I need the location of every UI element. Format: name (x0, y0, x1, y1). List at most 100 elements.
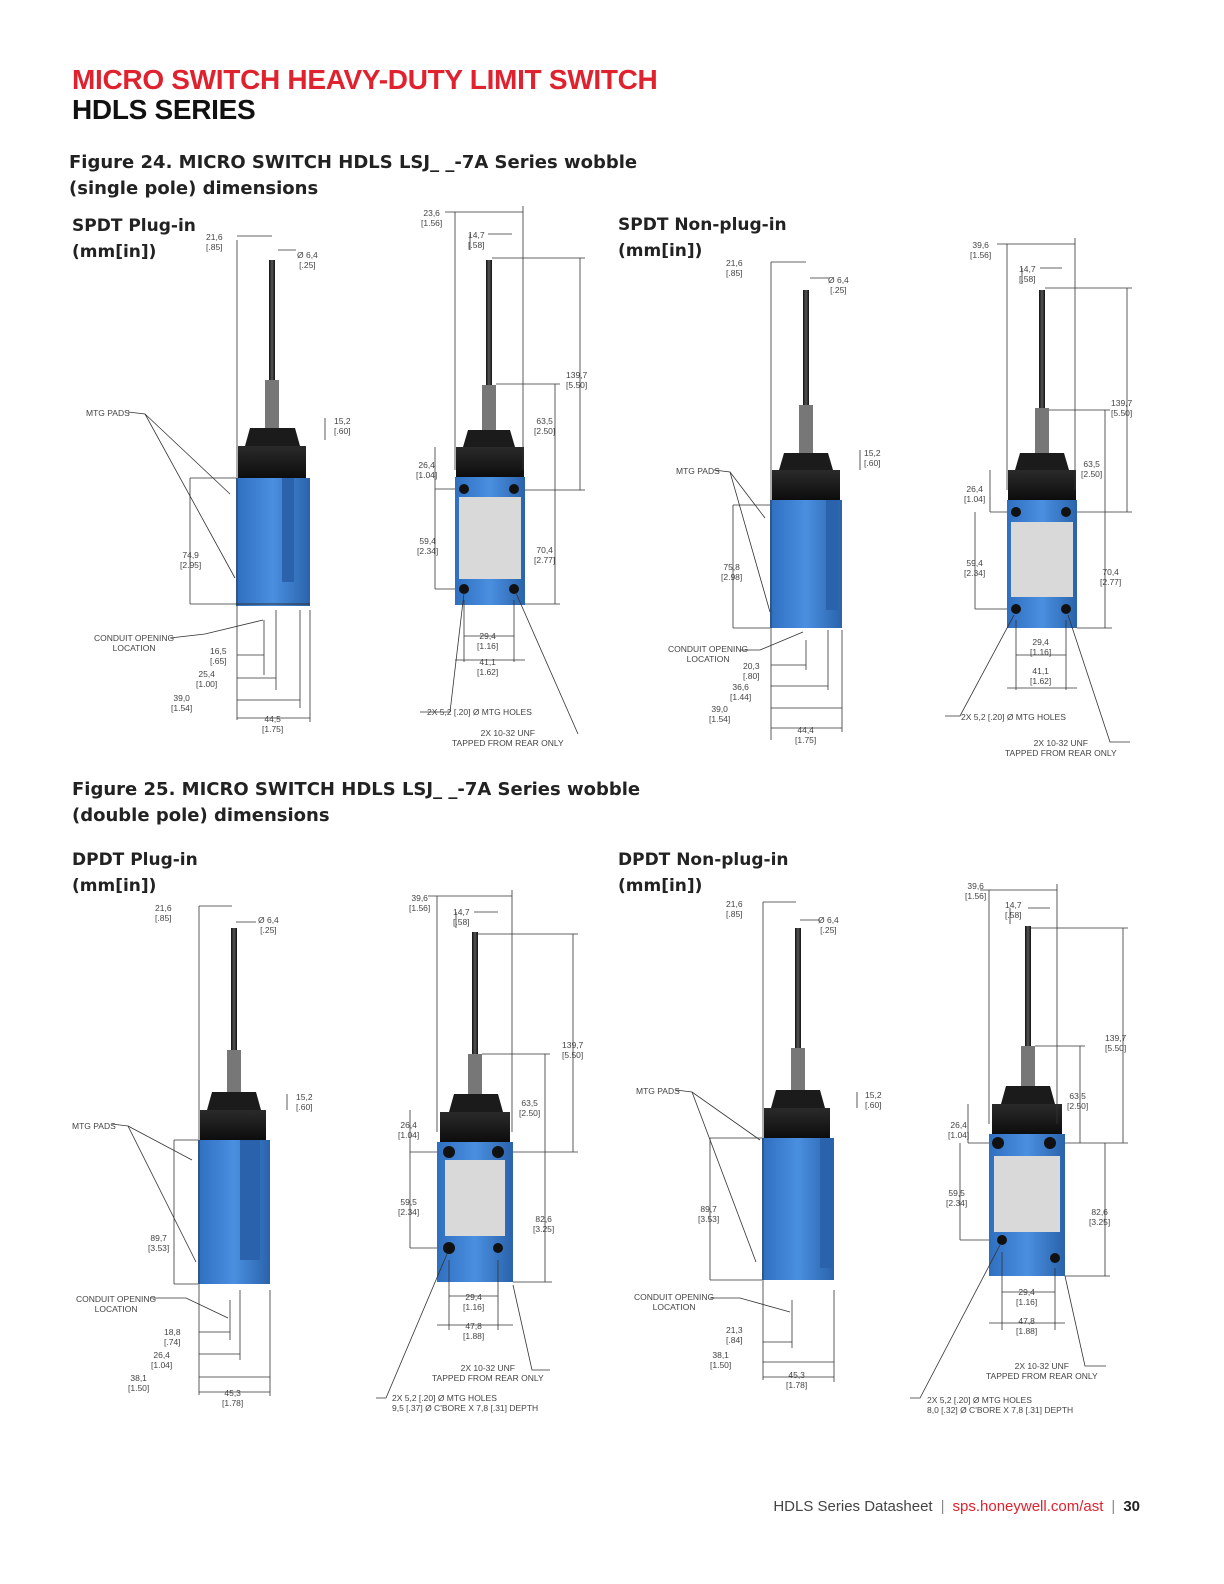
actuator-rod (486, 260, 492, 385)
mount-screw (509, 584, 519, 594)
dim-label: 139,7[5.50] (562, 1040, 584, 1060)
dim-label: 89,7[3.53] (698, 1204, 720, 1224)
body-side-panel (282, 478, 294, 582)
dim-label: 26,4[1.04] (398, 1120, 420, 1140)
dim-label: 63,5[2.50] (534, 416, 556, 436)
dim-label: 29,4[1.16] (1030, 637, 1052, 657)
cover-plate (994, 1156, 1060, 1232)
dpdt-nonplugin-heading-line2: (mm[in]) (618, 876, 703, 896)
spdt-nonplugin-side-view (770, 290, 842, 628)
dim-label: 23,6[1.56] (421, 208, 443, 228)
cover-plate (1011, 522, 1073, 597)
actuator-rod (1025, 926, 1031, 1046)
mount-screw (992, 1137, 1004, 1149)
spring (265, 380, 279, 428)
dim-label: 39,6[1.56] (409, 893, 431, 913)
cover-plate (445, 1160, 505, 1236)
footer-website-link[interactable]: sps.honeywell.com/ast (952, 1498, 1104, 1515)
dim-label: 26,4[1.04] (948, 1120, 970, 1140)
dim-label: 89,7[3.53] (148, 1233, 170, 1253)
boot (463, 430, 515, 447)
dim-label: 59,4[2.34] (417, 536, 439, 556)
dpdt-plugin-side-view (198, 928, 270, 1284)
figure-24-caption-line2: (single pole) dimensions (69, 178, 319, 199)
dpdt-plugin-side-dimlines (111, 905, 288, 1396)
actuator-rod (795, 928, 801, 1048)
page-footer: HDLS Series Datasheet|sps.honeywell.com/… (773, 1498, 1140, 1515)
spring (799, 405, 813, 453)
dim-label: 63,5[2.50] (519, 1098, 541, 1118)
spdt-plugin-front-view (455, 260, 525, 605)
dim-label: 20,3[.80] (743, 661, 760, 681)
actuator-rod (269, 260, 275, 380)
dim-label: 139,7[5.50] (566, 370, 588, 390)
dim-label: 82,6[3.25] (1089, 1207, 1111, 1227)
actuator-rod (472, 932, 478, 1054)
dim-label: 47,8[1.88] (1016, 1316, 1038, 1336)
dim-label: 63,5[2.50] (1067, 1091, 1089, 1111)
dim-label: 47,8[1.88] (463, 1321, 485, 1341)
document-title: MICRO SWITCH HEAVY-DUTY LIMIT SWITCH (72, 64, 658, 95)
boot (1015, 453, 1069, 470)
dim-label: 26,4[1.04] (416, 460, 438, 480)
body-side-panel (240, 1140, 260, 1260)
dim-label: 41,1[1.62] (1030, 666, 1052, 686)
dim-label: 15,2[.60] (864, 448, 881, 468)
dim-label: 15,2[.60] (334, 416, 351, 436)
actuator-rod (231, 928, 237, 1050)
dpdt-plugin-heading-line2: (mm[in]) (72, 876, 157, 896)
dim-label: 14,7[.58] (468, 230, 485, 250)
dim-label: 39,6[1.56] (970, 240, 992, 260)
dim-label: 26,4[1.04] (964, 484, 986, 504)
spring (791, 1048, 805, 1090)
dpdt-nonplugin-heading-line1: DPDT Non-plug-in (618, 850, 789, 870)
dim-label: 21,6[.85] (155, 903, 172, 923)
dpdt-plugin-front-dimlines (376, 890, 578, 1399)
dim-label: 21,3[.84] (726, 1325, 743, 1345)
dim-label: 59,5[2.34] (946, 1188, 968, 1208)
mount-screw (492, 1146, 504, 1158)
figure-24-caption-line1: Figure 24. MICRO SWITCH HDLS LSJ_ _-7A S… (69, 152, 638, 173)
dim-label: 39,0[1.54] (709, 704, 731, 724)
dim-label: 70,4[2.77] (534, 545, 556, 565)
dim-label: Ø 6,4[.25] (297, 250, 318, 270)
dim-label: 29,4[1.16] (463, 1292, 485, 1312)
dim-label: 44,5[1.75] (262, 714, 284, 734)
dpdt-plugin-front-view (437, 932, 513, 1282)
dim-label: 38,1[1.50] (128, 1373, 150, 1393)
spring (468, 1054, 482, 1094)
boot (771, 1090, 825, 1108)
body-side-panel (826, 500, 838, 610)
dim-label: 14,7[.58] (1019, 264, 1036, 284)
dpdt-nonplugin-front-dimlines (910, 884, 1128, 1399)
dim-label: 36,6[1.44] (730, 682, 752, 702)
spdt-nonplugin-heading-line1: SPDT Non-plug-in (618, 215, 787, 235)
figure-24-caption: Figure 24. MICRO SWITCH HDLS LSJ_ _-7A S… (69, 150, 637, 202)
dpdt-nonplugin-side-view (762, 928, 834, 1280)
mount-screw (1011, 604, 1021, 614)
dim-label: 26,4[1.04] (151, 1350, 173, 1370)
switch-body (236, 478, 310, 606)
dim-label: 39,0[1.54] (171, 693, 193, 713)
boot (449, 1094, 503, 1112)
dim-label: 41,1[1.62] (477, 657, 499, 677)
mtg-pads-label: MTG PADS (86, 408, 130, 418)
dpdt-plugin-heading-line1: DPDT Plug-in (72, 850, 198, 870)
switch-head (992, 1104, 1062, 1134)
mount-screw (1061, 604, 1071, 614)
dim-label: Ø 6,4[.25] (818, 915, 839, 935)
spring (227, 1050, 241, 1092)
spdt-nonplugin-front-dimlines (945, 238, 1132, 743)
spdt-nonplugin-side-dimlines (713, 261, 861, 740)
mtg-pads-label: MTG PADS (676, 466, 720, 476)
dim-label: 139,7[5.50] (1105, 1033, 1127, 1053)
